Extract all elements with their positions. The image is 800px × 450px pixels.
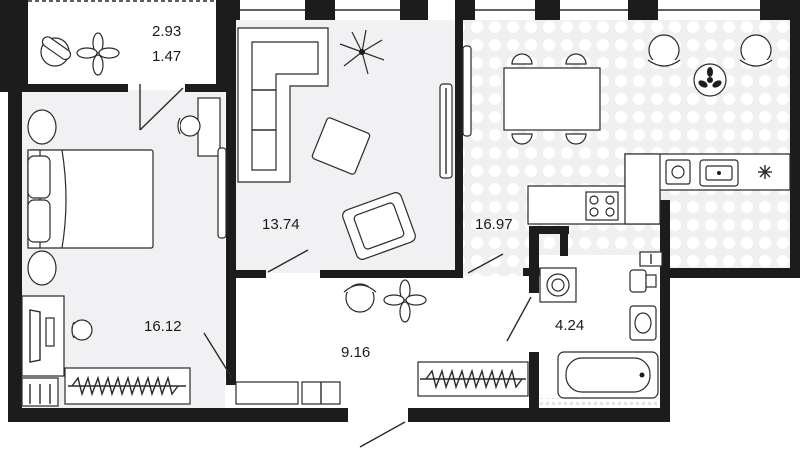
balcony-bottom-wall xyxy=(28,84,128,92)
kitchen-floor xyxy=(460,20,790,276)
bedroom-area-label: 16.12 xyxy=(144,318,182,335)
balcony-door-leaf xyxy=(139,87,184,131)
dresser-chair-icon xyxy=(71,319,93,341)
living-door-leaf xyxy=(267,249,309,273)
wall-bath-left-lower xyxy=(529,352,539,412)
pillow-bottom xyxy=(27,199,51,243)
bathtub-icon xyxy=(557,351,659,399)
wall-living-kitchen xyxy=(455,20,463,276)
living-room-area-label: 13.74 xyxy=(262,216,300,233)
wall-left xyxy=(8,92,22,422)
balcony-area-b-label: 1.47 xyxy=(152,48,181,65)
side-table-flower-icon xyxy=(693,63,727,97)
oven-icon xyxy=(665,159,691,185)
entrance-door-leaf xyxy=(359,421,406,448)
hood-icon xyxy=(758,165,772,179)
balcony-furniture xyxy=(40,32,120,76)
chair-top-left-icon xyxy=(511,53,533,65)
wall-living-bottom-a xyxy=(236,270,266,278)
living-plant-icon xyxy=(339,29,385,75)
coffee-table-icon xyxy=(311,117,371,175)
nightstand-lamp-bottom xyxy=(27,250,57,286)
bedroom-furniture xyxy=(21,97,227,407)
sink-icon xyxy=(699,159,739,187)
radiator-icon xyxy=(639,251,663,267)
bathroom-area-label: 4.24 xyxy=(555,317,584,334)
lounge-chair-left-icon xyxy=(647,34,681,67)
wall-bedroom-living xyxy=(226,20,236,275)
kitchen-door-leaf xyxy=(467,253,504,274)
balcony-area-a-label: 2.93 xyxy=(152,23,181,40)
chair-top-right-icon xyxy=(565,53,587,65)
hallway-furniture xyxy=(235,279,529,405)
wall-bath-top xyxy=(529,226,569,234)
wall-top-mid-a xyxy=(226,0,240,20)
bathroom-tile-strip xyxy=(540,398,665,408)
balcony-right-wall xyxy=(216,0,226,92)
living-room-furniture xyxy=(237,27,453,260)
nightstand-lamp-top xyxy=(27,109,57,145)
wall-bedroom-hall xyxy=(226,275,236,385)
blanket-fold xyxy=(61,149,67,249)
wall-right-lower xyxy=(660,200,670,422)
wall-right-upper xyxy=(790,0,800,276)
wall-top-mid-c xyxy=(400,0,428,20)
wall-bath-notch xyxy=(560,232,568,256)
hall-plant-icon xyxy=(383,279,427,323)
armchair-icon xyxy=(342,192,416,260)
wall-bottom-left xyxy=(8,408,348,422)
chair-bottom-right-icon xyxy=(565,133,587,145)
sofa-seat xyxy=(251,41,319,171)
wall-right-step xyxy=(660,268,800,278)
balcony-chair-back xyxy=(41,36,72,61)
pillow-top xyxy=(27,155,51,199)
dining-table-icon xyxy=(503,67,601,131)
wall-bottom-right xyxy=(408,408,668,422)
doors xyxy=(139,84,532,448)
lounge-chair-right-icon xyxy=(739,34,773,67)
balcony-bottom-wall-right xyxy=(185,84,220,92)
dresser-icon xyxy=(21,295,65,377)
bathroom-door-leaf xyxy=(506,296,532,342)
bedroom-door-leaf xyxy=(203,332,233,379)
wall-top-left xyxy=(0,0,28,92)
stove-icon xyxy=(585,191,619,221)
washing-machine-icon xyxy=(539,267,577,303)
hall-chair-icon xyxy=(343,283,377,313)
wall-top-right-b xyxy=(628,0,658,20)
wall-top-mid-b xyxy=(305,0,335,20)
balcony-plant-icon xyxy=(76,32,120,76)
area-labels: 2.93 1.47 13.74 16.97 16.12 9.16 4.24 xyxy=(144,23,584,361)
hallway-area-label: 9.16 xyxy=(341,344,370,361)
wardrobe-panel xyxy=(217,147,227,239)
bathroom-fixtures xyxy=(539,251,663,399)
wall-top-right-a xyxy=(535,0,560,20)
walls xyxy=(0,0,800,422)
dresser-item xyxy=(45,317,55,347)
hall-bench xyxy=(235,381,299,405)
hall-wardrobe-hangers xyxy=(425,368,523,390)
wall-top-mid-d xyxy=(455,0,475,20)
wall-bath-left xyxy=(529,228,539,293)
tv-stand-kitchen xyxy=(462,45,472,137)
kitchen-area-label: 16.97 xyxy=(475,216,513,233)
tv-icon xyxy=(29,309,41,363)
fridge-icon xyxy=(624,153,661,225)
toilet-icon xyxy=(629,269,657,293)
bedroom-desk-chair-icon xyxy=(177,115,201,137)
wall-living-bottom-b xyxy=(320,270,463,278)
chair-bottom-left-icon xyxy=(511,133,533,145)
bedroom-desk xyxy=(197,97,221,157)
bath-sink-icon xyxy=(629,305,657,341)
kitchen-furniture xyxy=(462,34,791,225)
